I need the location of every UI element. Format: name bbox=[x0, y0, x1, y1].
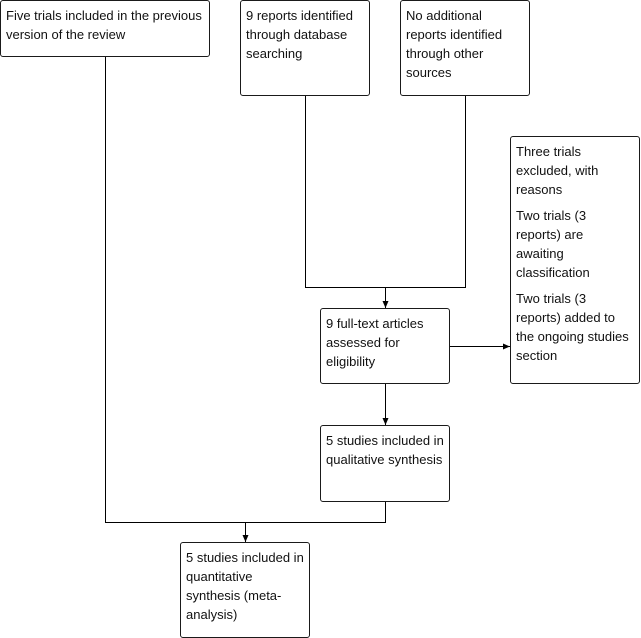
excluded-box: Three trials excluded, with reasons Two … bbox=[510, 136, 640, 384]
full-text-box: 9 full-text articles assessed for eligib… bbox=[320, 308, 450, 384]
excluded-reasons-text: Three trials excluded, with reasons bbox=[516, 144, 599, 197]
database-search-box: 9 reports identified through database se… bbox=[240, 0, 370, 96]
previous-version-box: Five trials included in the previous ver… bbox=[0, 0, 210, 57]
connector-qualitative bbox=[245, 502, 386, 523]
quantitative-text: 5 studies included in quantitative synth… bbox=[186, 550, 304, 622]
database-search-text: 9 reports identified through database se… bbox=[246, 8, 353, 61]
connector-database-search bbox=[305, 96, 386, 288]
connector-previous-version bbox=[105, 57, 246, 523]
awaiting-classification-text: Two trials (3 reports) are awaiting clas… bbox=[516, 208, 590, 280]
other-sources-box: No additional reports identified through… bbox=[400, 0, 530, 96]
previous-version-text: Five trials included in the previous ver… bbox=[6, 8, 202, 42]
connector-other-sources bbox=[385, 96, 466, 288]
quantitative-box: 5 studies included in quantitative synth… bbox=[180, 542, 310, 638]
other-sources-text: No additional reports identified through… bbox=[406, 8, 503, 80]
full-text-text: 9 full-text articles assessed for eligib… bbox=[326, 316, 424, 369]
qualitative-box: 5 studies included in qualitative synthe… bbox=[320, 425, 450, 502]
qualitative-text: 5 studies included in qualitative synthe… bbox=[326, 433, 444, 467]
ongoing-studies-text: Two trials (3 reports) added to the ongo… bbox=[516, 291, 629, 363]
